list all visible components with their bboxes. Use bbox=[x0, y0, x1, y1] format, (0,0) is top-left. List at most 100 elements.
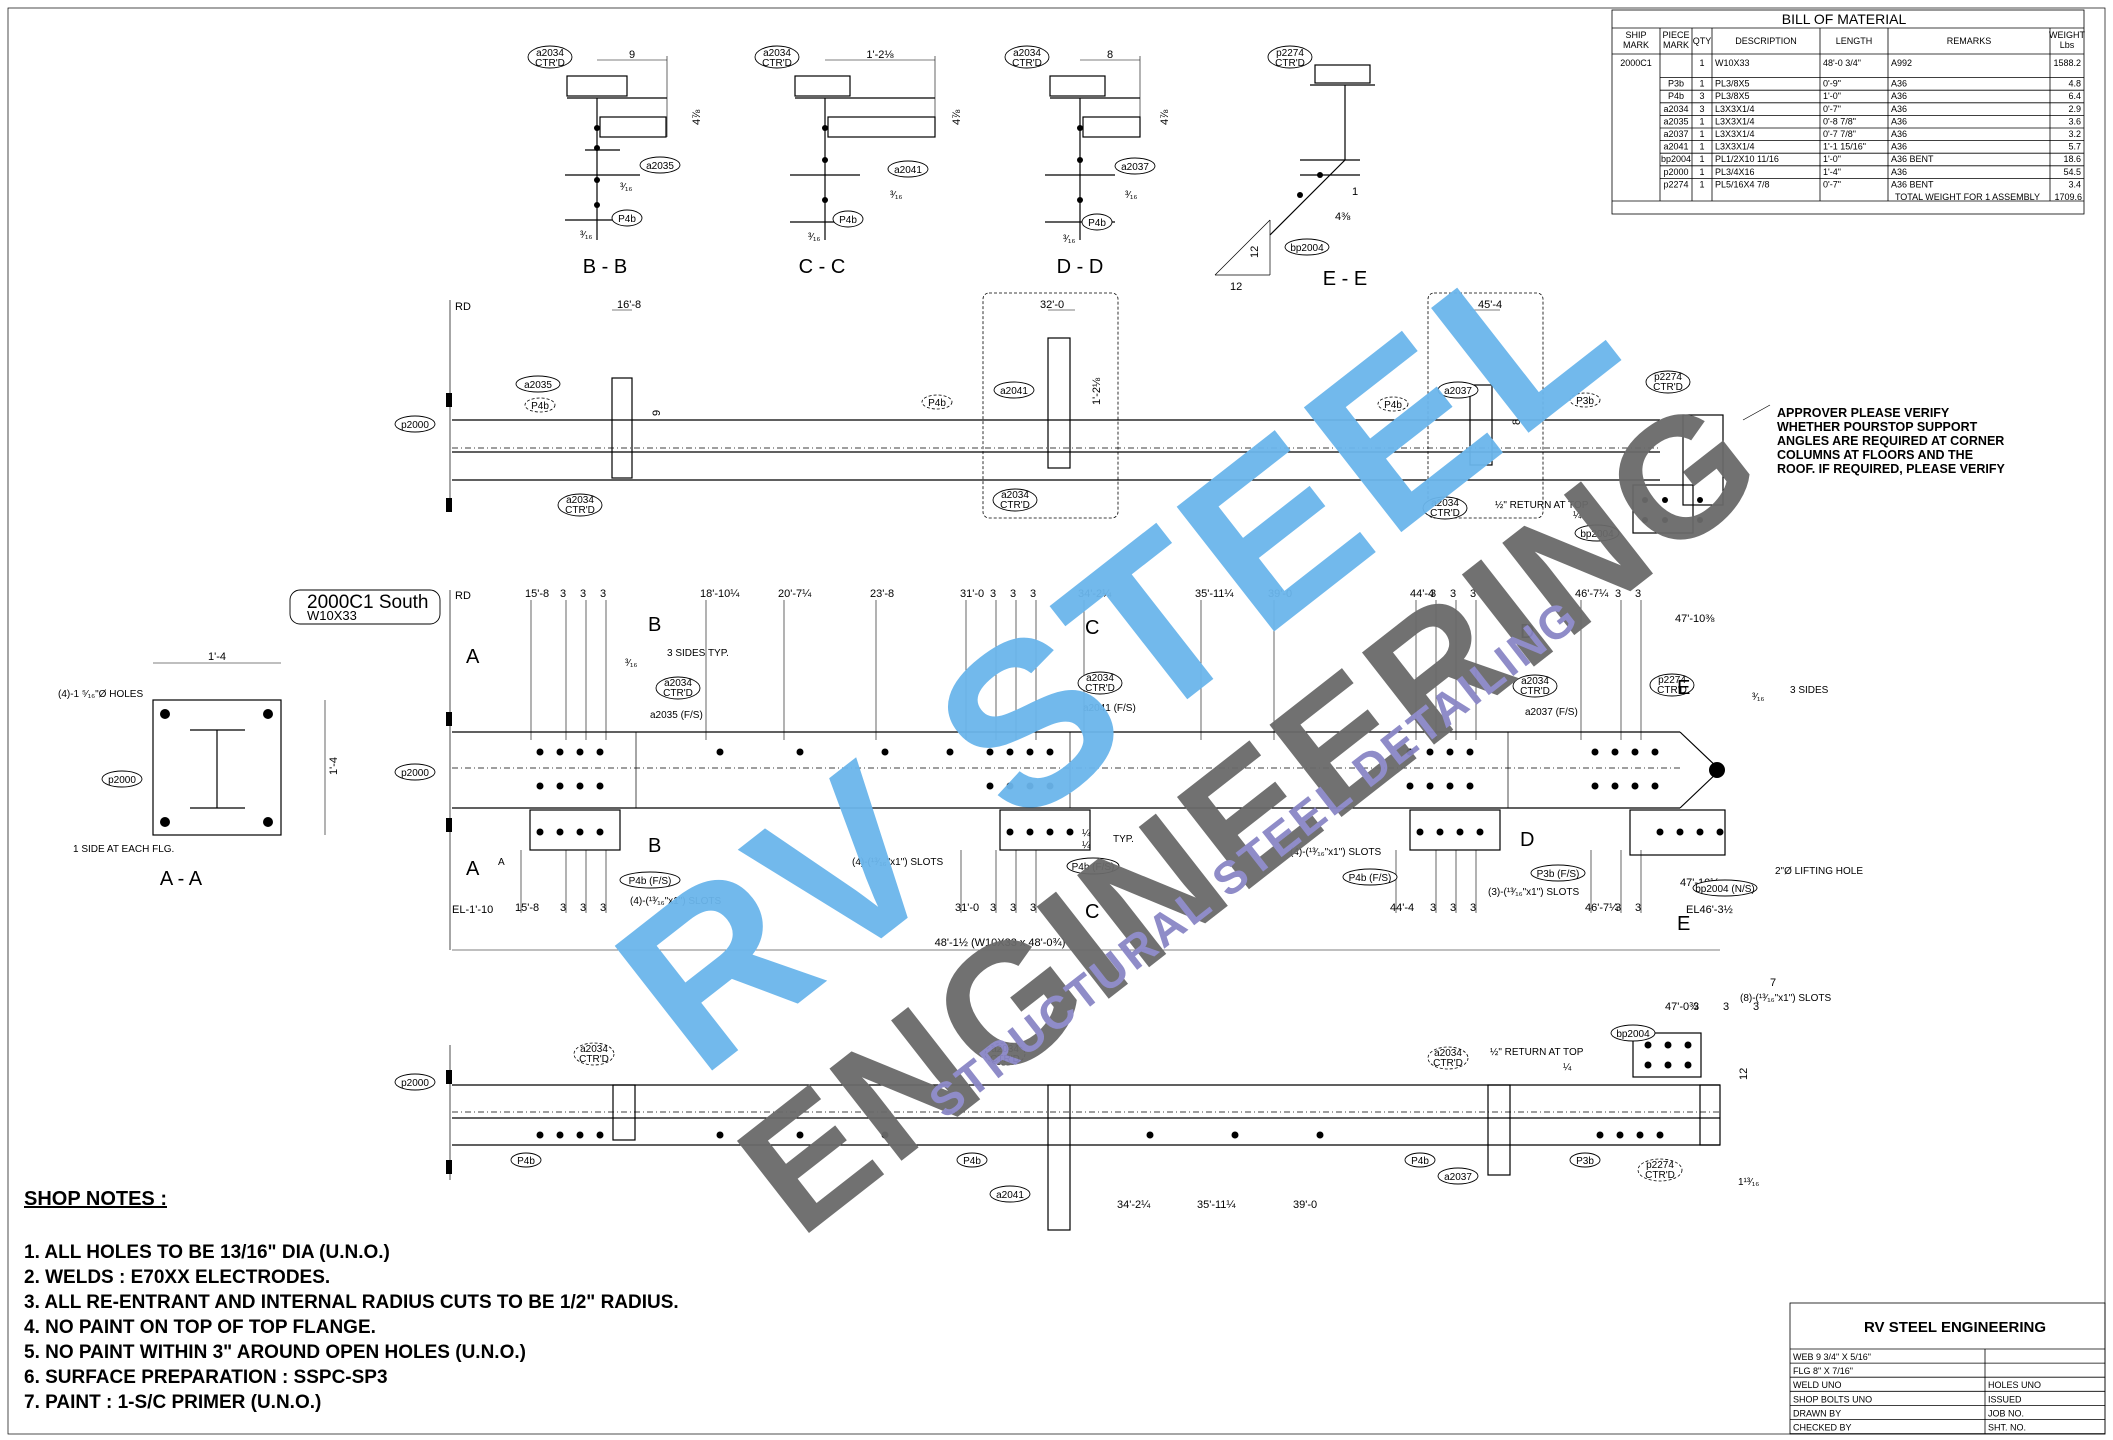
svg-text:a2034: a2034 bbox=[1434, 1048, 1462, 1059]
bom-cell: 0'-9" bbox=[1823, 79, 1841, 89]
svg-text:(4)-(¹³⁄₁₆"x1") SLOTS: (4)-(¹³⁄₁₆"x1") SLOTS bbox=[1290, 847, 1382, 858]
dimension-label: 3 bbox=[1430, 902, 1436, 914]
svg-text:bp2004: bp2004 bbox=[1580, 529, 1614, 540]
svg-text:¼: ¼ bbox=[1082, 827, 1091, 839]
bom-cell: 1 bbox=[1699, 154, 1704, 164]
bolt-hole bbox=[536, 748, 544, 756]
bolt-hole bbox=[1656, 828, 1664, 836]
bolt-hole bbox=[1644, 1041, 1652, 1049]
shop-note: 3. ALL RE-ENTRANT AND INTERNAL RADIUS CU… bbox=[24, 1292, 679, 1313]
title-block-cell: SHT. NO. bbox=[1988, 1423, 2026, 1433]
bolt-hole bbox=[1026, 828, 1034, 836]
shop-notes-title: SHOP NOTES : bbox=[24, 1188, 167, 1210]
dimension-label: 3 bbox=[1030, 588, 1036, 600]
bom-cell: PL1/2X10 11/16 bbox=[1715, 154, 1779, 164]
svg-text:E: E bbox=[1677, 677, 1690, 699]
bolt-hole bbox=[1651, 748, 1659, 756]
bolt-hole bbox=[1456, 828, 1464, 836]
dimension-label: 20'-7¼ bbox=[778, 588, 812, 600]
section-cc: 1'-2⅛ 4⅞ a2034 CTR'D a2041 P4b ³⁄₁₆ ³⁄₁₆… bbox=[754, 45, 963, 278]
shop-note: 5. NO PAINT WITHIN 3" AROUND OPEN HOLES … bbox=[24, 1342, 526, 1363]
dimension-label: 3 bbox=[990, 902, 996, 914]
bolt-hole bbox=[1466, 748, 1474, 756]
dimension-label: 39'-0 bbox=[1268, 588, 1292, 600]
bolt-hole bbox=[556, 1131, 564, 1139]
svg-text:a2037: a2037 bbox=[1444, 386, 1472, 397]
dimension-label: 3 bbox=[580, 902, 586, 914]
bolt-hole bbox=[716, 1131, 724, 1139]
dimension-label: 3 bbox=[1615, 902, 1621, 914]
svg-text:p2274: p2274 bbox=[1658, 675, 1686, 686]
svg-text:CTR'D: CTR'D bbox=[1430, 508, 1460, 519]
drawing-border bbox=[7, 7, 2106, 1435]
overall-length: 48'-1½ (W10X33 x 48'-0¾) bbox=[935, 937, 1066, 949]
section-cc-label: C - C bbox=[799, 256, 846, 278]
bom-header: PIECE bbox=[1662, 30, 1689, 40]
svg-text:2"Ø LIFTING HOLE: 2"Ø LIFTING HOLE bbox=[1775, 866, 1863, 877]
svg-text:³⁄₁₆: ³⁄₁₆ bbox=[1125, 190, 1137, 201]
watermark: RV STEEL ENGINEERING STRUCTURAL STEEL DE… bbox=[572, 187, 1795, 1269]
bom-cell: W10X33 bbox=[1715, 58, 1750, 68]
bom-cell: 0'-7" bbox=[1823, 179, 1841, 189]
svg-text:³⁄₁₆: ³⁄₁₆ bbox=[580, 230, 592, 241]
bom-cell: 3.2 bbox=[2068, 129, 2081, 139]
title-block-cell: WELD UNO bbox=[1793, 1380, 1842, 1390]
svg-text:4⅜: 4⅜ bbox=[1335, 211, 1351, 223]
svg-text:EL46'-3½: EL46'-3½ bbox=[1686, 904, 1733, 916]
dimension-label: 35'-11¼ bbox=[1195, 588, 1234, 600]
svg-text:12: 12 bbox=[1230, 281, 1242, 293]
svg-text:3: 3 bbox=[1723, 1001, 1729, 1013]
dimension-label: 3 bbox=[1450, 902, 1456, 914]
bom-cell: 2000C1 bbox=[1620, 58, 1652, 68]
svg-text:p2274: p2274 bbox=[1276, 48, 1304, 59]
bolt-hole bbox=[576, 782, 584, 790]
svg-text:a2034: a2034 bbox=[664, 678, 692, 689]
svg-text:p2000: p2000 bbox=[401, 768, 429, 779]
bom-cell: 5.7 bbox=[2068, 142, 2081, 152]
svg-text:a2034: a2034 bbox=[991, 1044, 1019, 1055]
bom-cell: 4.8 bbox=[2068, 79, 2081, 89]
bolt-hole bbox=[596, 782, 604, 790]
bom-cell: L3X3X1/4 bbox=[1715, 129, 1755, 139]
bom-cell: A36 BENT bbox=[1891, 154, 1934, 164]
bom-cell: 3 bbox=[1699, 91, 1704, 101]
bolt-hole bbox=[1591, 748, 1599, 756]
bolt-hole bbox=[1026, 782, 1034, 790]
bom-cell: A36 bbox=[1891, 116, 1907, 126]
dimension-label: 34'-2¼ bbox=[1078, 588, 1112, 600]
title-block-cell: JOB NO. bbox=[1988, 1408, 2024, 1418]
svg-text:47'-10⅜: 47'-10⅜ bbox=[1675, 613, 1715, 625]
svg-text:a2035 (F/S): a2035 (F/S) bbox=[650, 710, 703, 721]
svg-text:a2034: a2034 bbox=[566, 495, 594, 506]
bolt-hole bbox=[1466, 782, 1474, 790]
bom-cell: PL3/8X5 bbox=[1715, 79, 1750, 89]
svg-text:½" RETURN AT TOP: ½" RETURN AT TOP bbox=[1495, 500, 1589, 511]
dimension-label: 3 bbox=[1470, 588, 1476, 600]
svg-text:a2034: a2034 bbox=[1001, 490, 1029, 501]
bolt-hole bbox=[986, 782, 994, 790]
svg-text:CTR'D: CTR'D bbox=[1520, 686, 1550, 697]
bom-title: BILL OF MATERIAL bbox=[1782, 11, 1907, 27]
svg-text:a2037 (F/S): a2037 (F/S) bbox=[1525, 707, 1578, 718]
svg-text:A: A bbox=[466, 646, 480, 668]
bolt-hole bbox=[536, 828, 544, 836]
dimension-label: 3 bbox=[1430, 588, 1436, 600]
svg-text:(3)-(¹³⁄₁₆"x1") SLOTS: (3)-(¹³⁄₁₆"x1") SLOTS bbox=[1488, 887, 1580, 898]
svg-text:a2034: a2034 bbox=[763, 48, 791, 59]
bolt-hole bbox=[596, 1131, 604, 1139]
bom-cell: 1 bbox=[1699, 142, 1704, 152]
bolt-hole bbox=[1406, 748, 1414, 756]
title-block-cell: CHECKED BY bbox=[1793, 1423, 1852, 1433]
svg-text:35'-11¼: 35'-11¼ bbox=[1197, 1199, 1236, 1211]
assembly-title: 2000C1 South bbox=[307, 592, 429, 613]
section-aa-label: A - A bbox=[160, 868, 203, 890]
svg-text:(4)-(¹³⁄₁₆"x1") SLOTS: (4)-(¹³⁄₁₆"x1") SLOTS bbox=[852, 857, 944, 868]
bom-cell: 3.6 bbox=[2068, 116, 2081, 126]
dimension-label: 3 bbox=[600, 902, 606, 914]
watermark-detailing: STRUCTURAL STEEL DETAILING bbox=[919, 589, 1588, 1128]
svg-text:a2041: a2041 bbox=[894, 165, 922, 176]
bom-cell: L3X3X1/4 bbox=[1715, 116, 1755, 126]
svg-text:p2274: p2274 bbox=[1654, 372, 1682, 383]
bom-cell: 18.6 bbox=[2063, 154, 2081, 164]
